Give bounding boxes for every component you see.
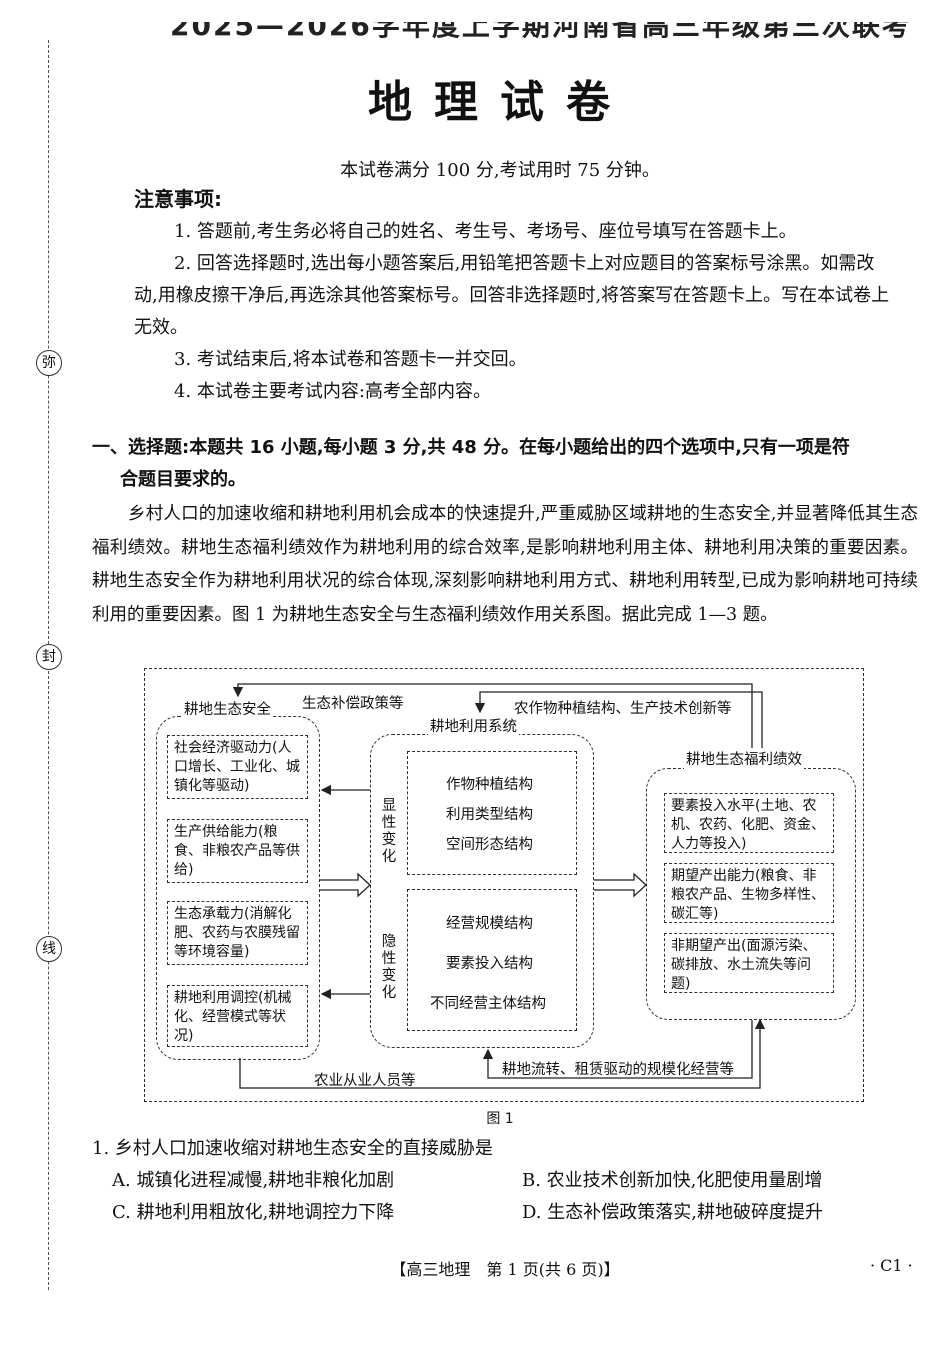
question-1-option-d: D. 生态补偿政策落实,耕地破碎度提升 xyxy=(522,1202,823,1223)
explicit-structures-box xyxy=(407,751,577,875)
figure-caption: 图 1 xyxy=(486,1111,514,1127)
arrow-label-eco-compensation: 生态补偿政策等 xyxy=(300,692,406,713)
footer-code: · C1 · xyxy=(870,1256,913,1275)
exam-info: 本试卷满分 100 分,考试用时 75 分钟。 xyxy=(340,160,660,181)
implicit-structures-box xyxy=(407,889,577,1031)
arrow-eco-compensation xyxy=(232,683,753,748)
notice-item-3: 3. 考试结束后,将本试卷和答题卡一并交回。 xyxy=(174,349,527,370)
left-item-ecological-capacity: 生态承载力(消解化肥、农药与农膜残留等环境容量) xyxy=(167,901,308,965)
arrow-farm-workers xyxy=(239,1018,766,1089)
question-1-option-c: C. 耕地利用粗放化,耕地调控力下降 xyxy=(112,1202,395,1223)
notice-item-1: 1. 答题前,考生务必将自己的姓名、考生号、考场号、座位号填写在答题卡上。 xyxy=(174,221,797,242)
section-heading-line1: 一、选择题:本题共 16 小题,每小题 3 分,共 48 分。在每小题给出的四个… xyxy=(92,437,850,458)
middle-column-title: 耕地利用系统 xyxy=(428,715,519,736)
left-column-title: 耕地生态安全 xyxy=(182,698,273,719)
right-item-desired-output: 期望产出能力(粮食、非粮农产品、生物多样性、碳汇等) xyxy=(664,863,834,923)
left-item-regulation: 耕地利用调控(机械化、经营模式等状况) xyxy=(167,985,308,1047)
exam-header: 2025—2026学年度上学期河南省高三年级第三次联考 xyxy=(0,22,950,50)
material-passage: 乡村人口的加速收缩和耕地利用机会成本的快速提升,严重威胁区域耕地的生态安全,并显… xyxy=(92,504,918,625)
double-arrow-left-to-middle xyxy=(320,872,371,898)
right-item-undesired-output: 非期望产出(面源污染、碳排放、水土流失等问题) xyxy=(664,933,834,993)
left-item-socioeconomic: 社会经济驱动力(人口增长、工业化、城镇化等驱动) xyxy=(167,735,308,799)
explicit-item-crop-structure: 作物种植结构 xyxy=(446,777,533,793)
question-1-option-a: A. 城镇化进程减慢,耕地非粮化加剧 xyxy=(112,1170,395,1191)
section-heading-line2: 合题目要求的。 xyxy=(120,469,246,490)
notice-item-4: 4. 本试卷主要考试内容:高考全部内容。 xyxy=(174,381,491,402)
arrow-label-crop-tech: 农作物种植结构、生产技术创新等 xyxy=(512,697,734,718)
footer-page-number: 【高三地理 第 1 页(共 6 页)】 xyxy=(390,1260,620,1279)
arrow-label-farm-workers: 农业从业人员等 xyxy=(312,1069,418,1090)
question-1-option-b: B. 农业技术创新加快,化肥使用量剧增 xyxy=(522,1170,823,1191)
explicit-item-land-use-type: 利用类型结构 xyxy=(446,807,533,823)
arrow-crop-tech xyxy=(474,691,763,748)
seal-mark-mi: 弥 xyxy=(36,350,62,376)
notice-item-2: 2. 回答选择题时,选出每小题答案后,用铅笔把答题卡上对应题目的答案标号涂黑。如… xyxy=(134,253,890,338)
left-item-supply: 生产供给能力(粮食、非粮农产品等供给) xyxy=(167,819,308,883)
seal-mark-feng: 封 xyxy=(36,644,62,670)
double-arrow-middle-to-right xyxy=(594,872,647,898)
explicit-change-label: 显性变化 xyxy=(381,798,397,865)
question-1-stem: 1. 乡村人口加速收缩对耕地生态安全的直接威胁是 xyxy=(92,1138,493,1159)
implicit-item-factor-input: 要素投入结构 xyxy=(446,956,533,972)
right-item-factor-input: 要素投入水平(土地、农机、农药、化肥、资金、人力等投入) xyxy=(664,793,834,853)
right-column-title: 耕地生态福利绩效 xyxy=(684,748,804,769)
implicit-item-scale: 经营规模结构 xyxy=(446,916,533,932)
section-heading: 一、选择题:本题共 16 小题,每小题 3 分,共 48 分。在每小题给出的四个… xyxy=(92,432,922,496)
explicit-item-spatial-form: 空间形态结构 xyxy=(446,837,533,853)
exam-header-text: 2025—2026学年度上学期河南省高三年级第三次联考 xyxy=(170,22,912,42)
implicit-item-operators: 不同经营主体结构 xyxy=(430,996,546,1012)
diagram-outer-frame xyxy=(144,668,864,1102)
notice-heading: 注意事项: xyxy=(134,187,222,211)
arrow-land-transfer xyxy=(482,1020,753,1079)
arrow-label-land-transfer: 耕地流转、租赁驱动的规模化经营等 xyxy=(500,1058,736,1079)
seal-mark-xian: 线 xyxy=(36,936,62,962)
implicit-change-label: 隐性变化 xyxy=(381,934,397,1001)
page-title: 地理试卷 xyxy=(368,77,632,128)
